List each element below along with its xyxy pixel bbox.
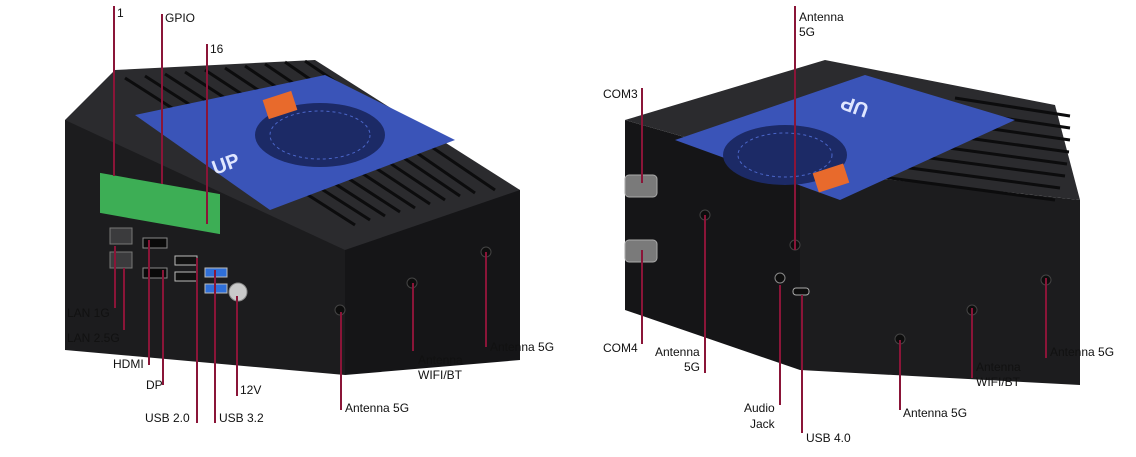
brand-sticker — [262, 90, 298, 120]
callout-com3: COM3 — [603, 87, 638, 101]
leader-usb-32 — [214, 270, 216, 423]
leader-12v — [236, 296, 238, 396]
callout-lan-1g: LAN 1G — [67, 306, 110, 320]
leader-hdmi — [148, 240, 150, 365]
leader-antenna-wifi-r — [971, 308, 973, 378]
power-12v-jack — [228, 282, 248, 302]
usb-40-port — [792, 287, 810, 296]
callout-usb-40: USB 4.0 — [806, 431, 851, 445]
leader-com4 — [641, 250, 643, 344]
callout-lan-25g: LAN 2.5G — [67, 331, 120, 345]
callout-com4: COM4 — [603, 341, 638, 355]
callout-antenna-5g-rear-line1: Antenna — [655, 345, 700, 359]
callout-antenna-5g-top-line2: 5G — [799, 25, 816, 39]
hdmi-port — [142, 237, 168, 249]
right-device-front-face — [800, 170, 1080, 385]
right-device-side-face — [625, 120, 800, 370]
leader-pin-1 — [113, 6, 115, 176]
dp-port — [142, 267, 168, 279]
callout-audio-line2: Jack — [750, 417, 775, 431]
callout-audio-line1: Audio — [744, 401, 775, 415]
gpio-terminal — [100, 172, 220, 235]
callout-usb-32: USB 3.2 — [219, 411, 264, 425]
fan-grille — [255, 103, 385, 167]
callout-pin-16: 16 — [210, 42, 224, 56]
lan-1g-port — [109, 227, 133, 245]
leader-usb-40 — [801, 295, 803, 433]
brand-sticker — [812, 163, 850, 193]
callout-antenna-wifi-line2: WIFI/BT — [418, 368, 462, 382]
callout-usb-20: USB 2.0 — [145, 411, 190, 425]
usb-20-port-a — [174, 255, 198, 266]
usb-20-port-b — [174, 271, 198, 282]
callout-antenna-wifi-r-line1: Antenna — [976, 360, 1021, 374]
leader-com3 — [641, 88, 643, 183]
callout-pin-1: 1 — [117, 6, 124, 20]
callout-hdmi: HDMI — [113, 357, 144, 371]
leader-audio-jack — [779, 285, 781, 405]
callout-dp: DP — [146, 378, 163, 392]
callout-antenna-5g-rear-line2: 5G — [684, 360, 701, 374]
leader-antenna-5g-side-r — [1045, 278, 1047, 358]
callout-gpio: GPIO — [165, 11, 196, 25]
leader-antenna-5g-rear — [704, 215, 706, 373]
callout-antenna-5g-front: Antenna 5G — [345, 401, 410, 415]
fan-grille — [723, 125, 847, 185]
leader-lan-1g — [114, 246, 116, 308]
leader-antenna-5g-front-r — [899, 340, 901, 410]
callout-antenna-wifi-r-line2: WIFI/BT — [976, 375, 1020, 389]
callout-12v: 12V — [240, 383, 262, 397]
usb-32-port-a — [204, 267, 228, 278]
leader-gpio — [161, 14, 163, 184]
leader-usb-20 — [196, 258, 198, 423]
callout-antenna-5g-top-line1: Antenna — [799, 10, 844, 24]
leader-antenna-wifi — [412, 283, 414, 351]
leader-antenna-5g-top — [794, 6, 796, 250]
callout-antenna-5g-side-r: Antenna 5G — [1050, 345, 1115, 359]
callout-antenna-5g-side: Antenna 5G — [490, 340, 555, 354]
callout-antenna-wifi-line1: Antenna — [418, 353, 463, 367]
left-device-illustration: UP — [65, 60, 520, 375]
leader-dp — [162, 270, 164, 385]
right-device-illustration: UP — [624, 60, 1080, 385]
leader-lan-25g — [123, 268, 125, 330]
audio-jack — [774, 272, 786, 284]
callout-antenna-5g-front-r: Antenna 5G — [903, 406, 968, 420]
leader-pin-16 — [206, 44, 208, 224]
usb-32-port-b — [204, 283, 228, 294]
leader-antenna-5g-side — [485, 252, 487, 347]
leader-antenna-5g-front — [340, 312, 342, 410]
